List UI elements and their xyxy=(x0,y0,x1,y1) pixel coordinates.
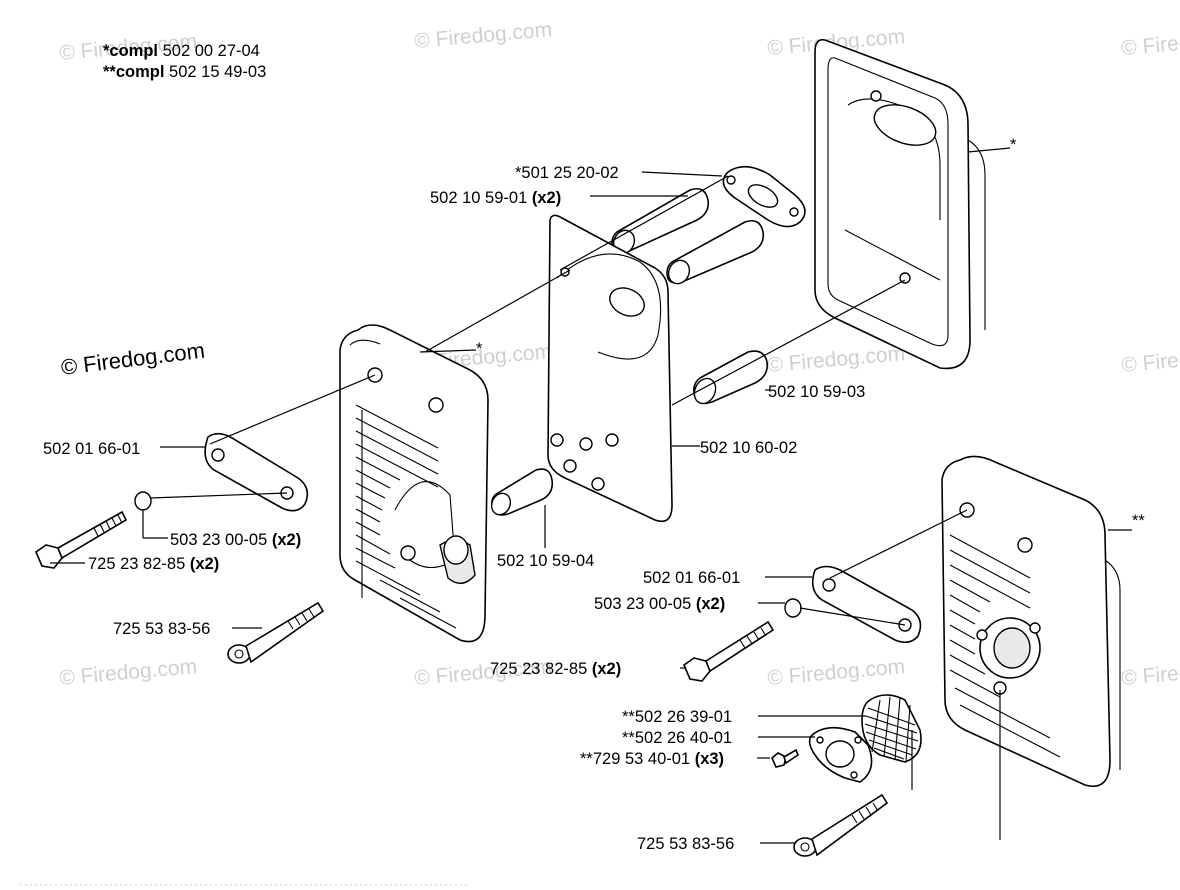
label-star-double: ** xyxy=(1132,512,1145,530)
small-screw xyxy=(771,748,799,768)
label-725-53-83-56-right: 725 53 83-56 xyxy=(637,835,734,853)
label-725-23-82-85-left: 725 23 82-85 (x2) xyxy=(88,555,219,573)
compl-line-1: *compl 502 00 27-04 xyxy=(103,42,260,60)
spark-arrestor-screen xyxy=(861,694,922,763)
label-502-10-59-04: 502 10 59-04 xyxy=(497,552,594,570)
cooling-slots xyxy=(355,404,457,629)
baffle-plate xyxy=(547,214,673,523)
washer-right xyxy=(784,598,802,618)
watermark: © Firedog.com xyxy=(1120,25,1180,60)
label-502-26-40-01: **502 26 40-01 xyxy=(622,729,732,747)
watermark: © Firedog.com xyxy=(1120,655,1180,690)
mounting-bracket-left xyxy=(204,432,309,512)
label-725-53-83-56-left: 725 53 83-56 xyxy=(113,620,210,638)
cooling-slots-right xyxy=(949,534,1061,758)
label-star-top: * xyxy=(1010,136,1017,154)
label-502-26-39-01: **502 26 39-01 xyxy=(622,708,732,726)
watermark: © Firedog.com xyxy=(766,342,906,377)
label-729-53-40-01: **729 53 40-01 (x3) xyxy=(580,750,724,768)
watermark-main: © Firedog.com xyxy=(60,338,207,380)
label-502-10-59-03: 502 10 59-03 xyxy=(768,383,865,401)
mounting-bracket-right xyxy=(811,565,922,644)
watermark: © Firedog.com xyxy=(1120,342,1180,377)
exhaust-gasket xyxy=(722,165,806,228)
hex-bolt-right xyxy=(683,620,775,682)
watermark: © Firedog.com xyxy=(766,655,906,690)
washer-left xyxy=(134,491,152,511)
label-503-23-00-05-left: 503 23 00-05 (x2) xyxy=(170,531,301,549)
label-725-23-82-85-right: 725 23 82-85 (x2) xyxy=(490,660,621,678)
second-muffler xyxy=(941,455,1121,787)
hex-bolt-left xyxy=(35,510,128,569)
rear-housing xyxy=(814,38,986,370)
label-503-23-00-05-right: 503 23 00-05 (x2) xyxy=(594,595,725,613)
label-502-01-66-01-right: 502 01 66-01 xyxy=(643,569,740,587)
label-501-25-20-02: *501 25 20-02 xyxy=(515,164,619,182)
cap-screw-left xyxy=(227,601,325,664)
watermark: © Firedog.com xyxy=(413,18,553,53)
short-spacer xyxy=(490,468,554,516)
screen-cover-plate xyxy=(808,726,873,783)
label-502-10-59-01: 502 10 59-01 (x2) xyxy=(430,189,561,207)
label-502-10-60-02: 502 10 60-02 xyxy=(700,439,797,457)
compl-line-2: **compl 502 15 49-03 xyxy=(103,63,266,81)
front-muffler-cover xyxy=(339,324,489,643)
label-502-01-66-01-left: 502 01 66-01 xyxy=(43,440,140,458)
label-star-mid: * xyxy=(476,340,483,358)
cap-screw-right xyxy=(793,793,889,857)
watermark: © Firedog.com xyxy=(58,655,198,690)
